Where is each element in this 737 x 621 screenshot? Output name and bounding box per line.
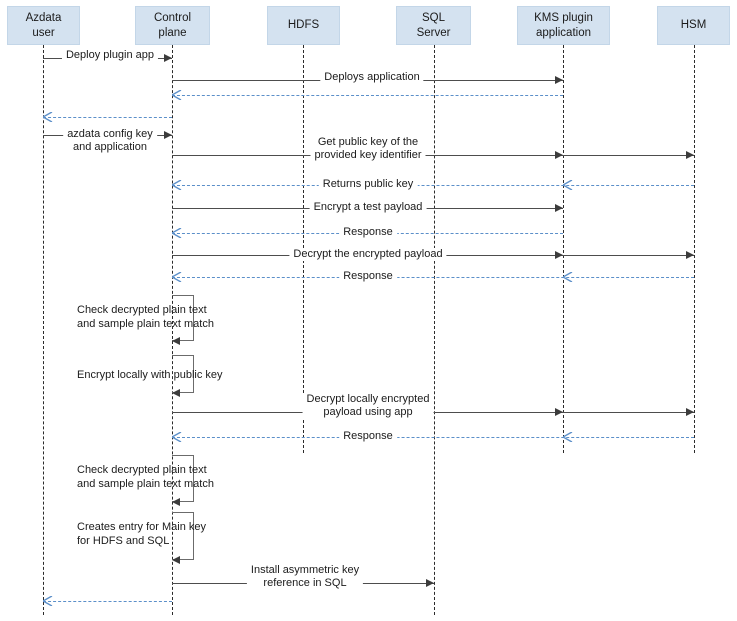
message-label-m7: Returns public key xyxy=(318,178,418,192)
self-message-label-s3: Check decrypted plain text and sample pl… xyxy=(77,464,214,490)
arrowhead-m9 xyxy=(172,228,182,238)
self-message-label-s1: Check decrypted plain text and sample pl… xyxy=(77,304,214,330)
arrowhead-m8 xyxy=(555,204,563,212)
message-line-m3 xyxy=(172,95,563,96)
arrowhead-m13 xyxy=(172,432,182,442)
arrowhead-m7 xyxy=(172,180,182,190)
message-line-m4 xyxy=(43,117,172,118)
message-line-m7 xyxy=(172,185,694,186)
lifeline-hsm xyxy=(694,45,695,453)
message-line-m6 xyxy=(172,155,694,156)
lifeline-control xyxy=(172,45,173,615)
message-line-m11 xyxy=(172,277,694,278)
arrowhead-m3 xyxy=(172,90,182,100)
actor-box-control: Control plane xyxy=(135,6,210,45)
message-label-m14: Install asymmetric key reference in SQL xyxy=(246,564,364,591)
arrowhead-s1 xyxy=(172,337,180,345)
message-label-m9: Response xyxy=(339,226,397,240)
lifeline-azdata xyxy=(43,45,44,615)
arrowhead-m5 xyxy=(164,131,172,139)
arrowhead-m11 xyxy=(172,272,182,282)
arrowhead-m7-mid0 xyxy=(563,180,573,190)
arrowhead-m6 xyxy=(686,151,694,159)
message-label-m8: Encrypt a test payload xyxy=(309,201,427,215)
actor-box-azdata: Azdata user xyxy=(7,6,80,45)
actor-box-hdfs: HDFS xyxy=(267,6,340,45)
message-line-m15 xyxy=(43,601,172,602)
self-message-s4 xyxy=(172,512,194,560)
arrowhead-m10 xyxy=(686,251,694,259)
message-label-m6: Get public key of the provided key ident… xyxy=(310,136,426,163)
arrowhead-m13-mid0 xyxy=(563,432,573,442)
message-label-m13: Response xyxy=(339,430,397,444)
arrowhead-m6-mid0 xyxy=(555,151,563,159)
arrowhead-m2 xyxy=(555,76,563,84)
arrowhead-m11-mid0 xyxy=(563,272,573,282)
message-line-m13 xyxy=(172,437,694,438)
arrowhead-m1 xyxy=(164,54,172,62)
self-message-label-s2: Encrypt locally with public key xyxy=(77,369,223,381)
lifeline-sql xyxy=(434,45,435,615)
arrowhead-m12-mid0 xyxy=(555,408,563,416)
arrowhead-m12 xyxy=(686,408,694,416)
self-message-s2 xyxy=(172,355,194,393)
self-message-label-s4: Creates entry for Main key for HDFS and … xyxy=(77,521,206,547)
arrowhead-s2 xyxy=(172,389,180,397)
arrowhead-m15 xyxy=(43,596,53,606)
message-label-m11: Response xyxy=(339,270,397,284)
arrowhead-m4 xyxy=(43,112,53,122)
arrowhead-m14 xyxy=(426,579,434,587)
message-label-m1: Deploy plugin app xyxy=(61,49,159,63)
actor-box-sql: SQL Server xyxy=(396,6,471,45)
message-label-m12: Decrypt locally encrypted payload using … xyxy=(302,393,434,420)
actor-box-kms: KMS plugin application xyxy=(517,6,610,45)
lifeline-kms xyxy=(563,45,564,453)
message-label-m5: azdata config key and application xyxy=(63,128,157,155)
arrowhead-s3 xyxy=(172,498,180,506)
arrowhead-s4 xyxy=(172,556,180,564)
self-message-s3 xyxy=(172,455,194,502)
message-label-m2: Deploys application xyxy=(320,71,424,85)
message-label-m10: Decrypt the encrypted payload xyxy=(289,248,447,262)
arrowhead-m10-mid0 xyxy=(555,251,563,259)
actor-box-hsm: HSM xyxy=(657,6,730,45)
self-message-s1 xyxy=(172,295,194,341)
